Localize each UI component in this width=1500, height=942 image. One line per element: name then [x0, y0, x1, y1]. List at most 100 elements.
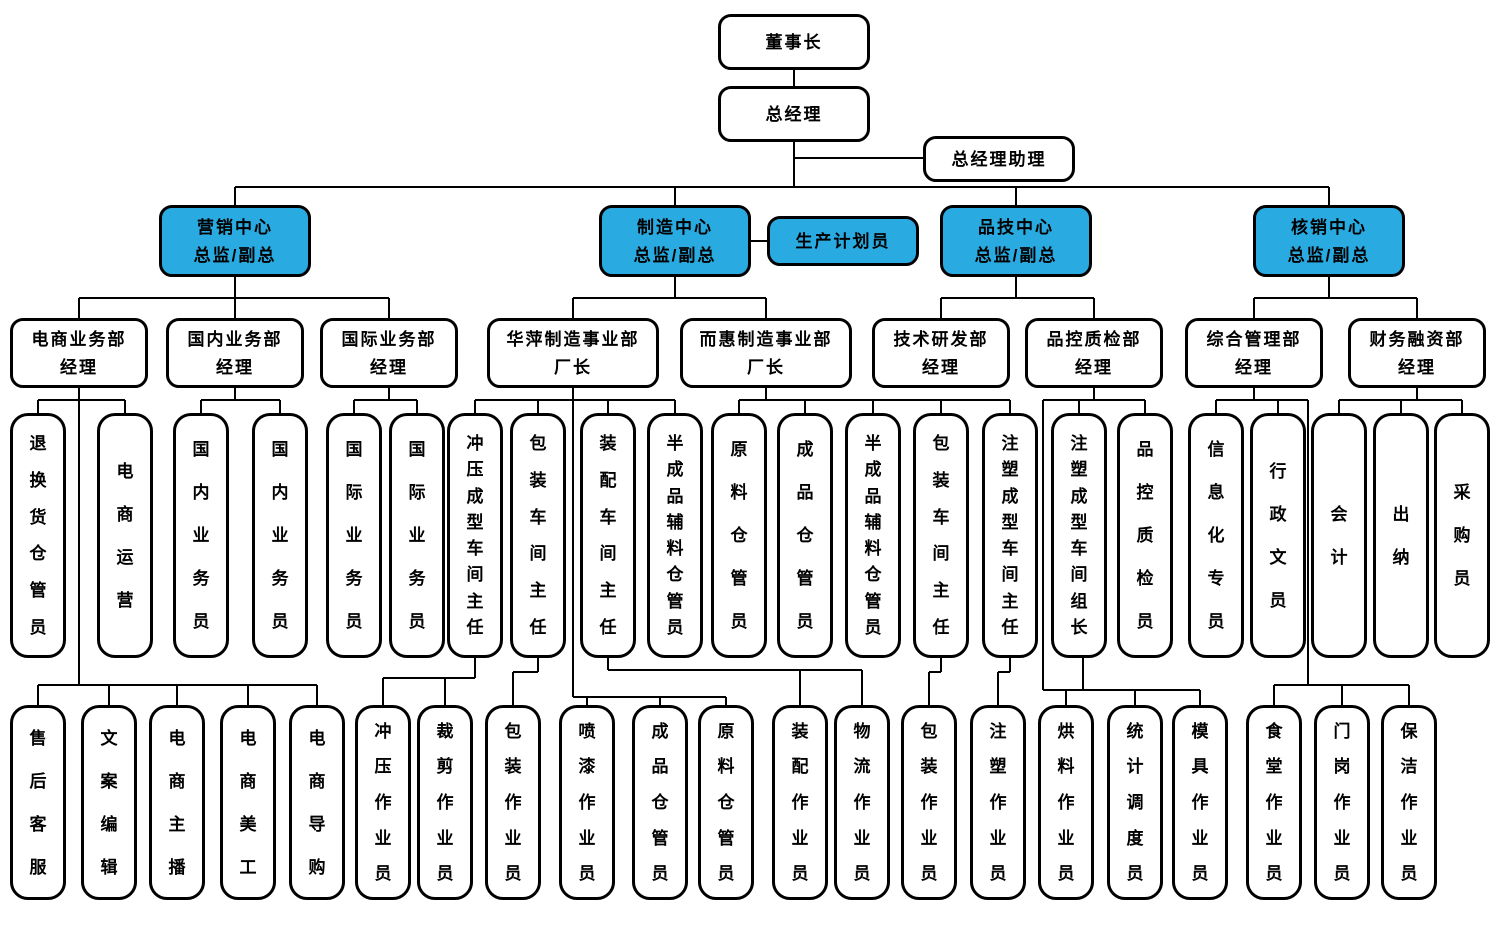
- org-node-label: 装配车间主任: [599, 434, 617, 637]
- org-node-label: 物流作业员: [853, 721, 871, 884]
- org-node-intl-salesperson-1: 国际业务员: [326, 413, 382, 658]
- org-node-label: 国内业务员: [192, 440, 210, 631]
- org-node-production-planner: 生产计划员: [767, 216, 919, 266]
- org-node-label: 国内业务员: [271, 440, 289, 631]
- org-node-assembly-operator: 装配作业员: [772, 705, 828, 900]
- org-node-label: 经理: [370, 357, 408, 377]
- org-node-qc-inspector: 品控质检员: [1117, 413, 1173, 658]
- org-node-label: 冲压成型车间主任: [466, 434, 484, 637]
- org-node-label: 注塑作业员: [989, 721, 1007, 884]
- org-node-label: 半成品辅料仓管员: [666, 434, 684, 637]
- org-node-verification-center: 核销中心总监/副总: [1253, 205, 1405, 277]
- org-node-ecommerce-dept-manager: 电商业务部经理: [10, 318, 148, 388]
- org-node-label: 制造中心: [637, 217, 713, 237]
- org-node-label: 国际业务部: [341, 329, 437, 349]
- org-node-label: 保洁作业员: [1400, 721, 1418, 884]
- org-node-semi-finished-aux-warehouse-keeper-eh: 半成品辅料仓管员: [845, 413, 901, 658]
- org-node-raw-material-warehouse-keeper: 原料仓管员: [711, 413, 767, 658]
- org-node-label: 品控质检员: [1136, 440, 1154, 631]
- org-node-label: 品控质检部: [1046, 329, 1142, 349]
- org-node-admin-dept-manager: 综合管理部经理: [1185, 318, 1323, 388]
- org-node-label: 电商业务部: [31, 329, 127, 349]
- org-node-label: 总经理助理: [951, 149, 1047, 169]
- org-node-label: 装配作业员: [791, 721, 809, 884]
- org-node-ecom-livestreamer: 电商主播: [149, 705, 205, 900]
- org-node-label: 技术研发部: [893, 329, 989, 349]
- org-node-label: 裁剪作业员: [436, 721, 454, 884]
- org-node-logistics-operator: 物流作业员: [834, 705, 890, 900]
- org-node-label: 总监/副总: [633, 245, 717, 265]
- org-node-label: 会计: [1330, 504, 1348, 567]
- org-node-stamping-operator: 冲压作业员: [355, 705, 411, 900]
- org-node-label: 财务融资部: [1369, 329, 1465, 349]
- org-node-label: 电商导购: [308, 728, 326, 877]
- org-node-stats-dispatcher: 统计调度员: [1107, 705, 1163, 900]
- org-node-label: 包装作业员: [504, 721, 522, 884]
- org-node-label: 行政文员: [1269, 461, 1287, 610]
- org-node-domestic-dept-manager: 国内业务部经理: [166, 318, 304, 388]
- org-node-label: 注塑成型车间主任: [1001, 434, 1019, 637]
- org-node-it-specialist: 信息化专员: [1188, 413, 1244, 658]
- org-node-label: 模具作业员: [1191, 721, 1209, 884]
- org-node-label: 而惠制造事业部: [699, 329, 833, 349]
- org-node-label: 综合管理部: [1206, 329, 1302, 349]
- org-node-label: 总经理: [765, 104, 823, 124]
- org-node-packaging-operator-eh: 包装作业员: [901, 705, 957, 900]
- org-node-gate-guard-operator: 门岗作业员: [1314, 705, 1370, 900]
- org-node-mold-operator: 模具作业员: [1172, 705, 1228, 900]
- org-node-drying-operator: 烘料作业员: [1038, 705, 1094, 900]
- org-node-finished-goods-warehouse-keeper-2: 成品仓管员: [632, 705, 688, 900]
- org-node-label: 经理: [216, 357, 254, 377]
- org-node-manufacturing-center: 制造中心总监/副总: [599, 205, 751, 277]
- org-node-label: 总监/副总: [974, 245, 1058, 265]
- org-node-raw-material-warehouse-keeper-2: 原料仓管员: [698, 705, 754, 900]
- org-node-label: 经理: [1398, 357, 1436, 377]
- org-node-packaging-workshop-director-hp: 包装车间主任: [510, 413, 566, 658]
- org-node-label: 华萍制造事业部: [506, 329, 640, 349]
- org-node-label: 冲压作业员: [374, 721, 392, 884]
- org-node-label: 原料仓管员: [717, 721, 735, 884]
- org-node-label: 半成品辅料仓管员: [864, 434, 882, 637]
- org-node-qc-dept-manager: 品控质检部经理: [1025, 318, 1163, 388]
- org-node-label: 电商主播: [168, 728, 186, 877]
- org-node-huaping-factory-director: 华萍制造事业部厂长: [487, 318, 659, 388]
- org-node-accountant: 会计: [1311, 413, 1367, 658]
- org-node-label: 统计调度员: [1126, 721, 1144, 884]
- org-node-label: 经理: [1235, 357, 1273, 377]
- org-node-label: 总监/副总: [193, 245, 277, 265]
- org-node-erhui-factory-director: 而惠制造事业部厂长: [680, 318, 852, 388]
- org-node-label: 包装作业员: [920, 721, 938, 884]
- org-node-canteen-operator: 食堂作业员: [1246, 705, 1302, 900]
- org-node-label: 信息化专员: [1207, 440, 1225, 631]
- org-node-label: 原料仓管员: [730, 440, 748, 631]
- org-node-ecom-designer: 电商美工: [220, 705, 276, 900]
- org-node-intl-salesperson-2: 国际业务员: [389, 413, 445, 658]
- org-node-injection-workshop-leader: 注塑成型车间组长: [1051, 413, 1107, 658]
- org-node-cutting-operator: 裁剪作业员: [417, 705, 473, 900]
- org-node-semi-finished-aux-warehouse-keeper-hp: 半成品辅料仓管员: [647, 413, 703, 658]
- org-node-ecom-shopping-guide: 电商导购: [289, 705, 345, 900]
- org-node-purchaser: 采购员: [1434, 413, 1490, 658]
- org-node-label: 核销中心: [1291, 217, 1367, 237]
- org-node-cleaning-operator: 保洁作业员: [1381, 705, 1437, 900]
- org-node-stamping-workshop-director: 冲压成型车间主任: [447, 413, 503, 658]
- org-node-label: 售后客服: [29, 728, 47, 877]
- org-node-marketing-center: 营销中心总监/副总: [159, 205, 311, 277]
- org-node-domestic-salesperson-2: 国内业务员: [252, 413, 308, 658]
- org-node-label: 门岗作业员: [1333, 721, 1351, 884]
- org-node-packaging-workshop-director-eh: 包装车间主任: [913, 413, 969, 658]
- org-node-intl-dept-manager: 国际业务部经理: [320, 318, 458, 388]
- org-node-injection-operator: 注塑作业员: [970, 705, 1026, 900]
- org-node-label: 经理: [922, 357, 960, 377]
- org-node-after-sales-service: 售后客服: [10, 705, 66, 900]
- org-node-label: 厂长: [554, 357, 592, 377]
- org-node-label: 注塑成型车间组长: [1070, 434, 1088, 637]
- org-node-ecom-operations: 电商运营: [97, 413, 153, 658]
- org-node-label: 电商美工: [239, 728, 257, 877]
- org-node-label: 采购员: [1453, 483, 1471, 588]
- org-node-assembly-workshop-director: 装配车间主任: [580, 413, 636, 658]
- org-node-admin-clerk: 行政文员: [1250, 413, 1306, 658]
- org-node-injection-workshop-director: 注塑成型车间主任: [982, 413, 1038, 658]
